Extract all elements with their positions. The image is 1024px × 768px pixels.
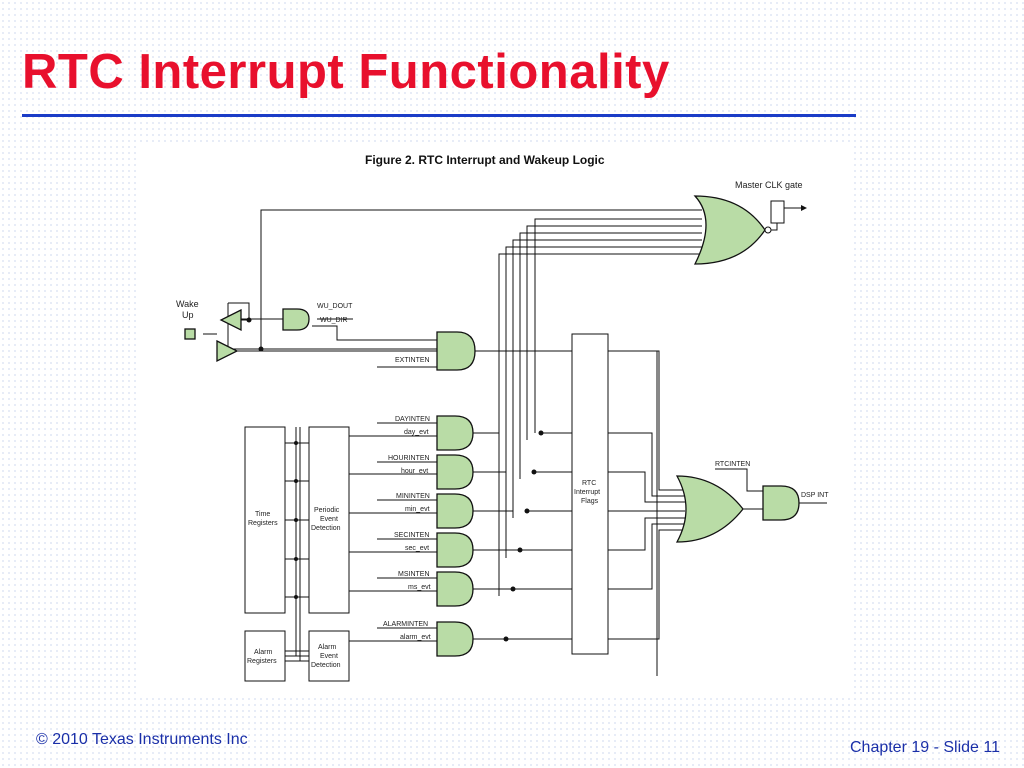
- bus-line-5: [526, 225, 702, 440]
- bus-line-4: [519, 232, 702, 479]
- time-regs-l2: Registers: [248, 520, 278, 527]
- alarm-regs-l2: Registers: [247, 658, 277, 665]
- msinten-label: MSINTEN: [398, 571, 430, 578]
- or-gate-master-clk: [693, 195, 766, 265]
- wakeup-input-buffer: [219, 308, 242, 332]
- secinten-label: SECINTEN: [394, 532, 429, 539]
- dsp-int-label: DSP INT: [801, 492, 829, 499]
- event-lines: [349, 422, 437, 642]
- bus-line-2: [505, 246, 702, 558]
- bus-line-6: [534, 218, 702, 433]
- rtc-interrupt-flags-box: [571, 333, 609, 655]
- hour-evt-label: hour_evt: [401, 468, 428, 475]
- alarm-evt-label: alarm_evt: [400, 634, 431, 641]
- bus-line-3: [512, 239, 702, 518]
- alarm-det-l2: Event: [320, 653, 338, 660]
- alarm-det-l1: Alarm: [318, 644, 336, 651]
- junction-wake-2: [246, 317, 252, 323]
- wire-wake-loop: [228, 302, 250, 321]
- copyright-text: © 2010 Texas Instruments Inc: [36, 731, 248, 748]
- time-regs-l1: Time: [255, 511, 270, 518]
- and-gate-ms: [436, 571, 516, 607]
- slide-number: Chapter 19 - Slide 11: [849, 739, 1000, 756]
- and-gate-day: [436, 415, 544, 451]
- title-underline: [22, 114, 856, 117]
- wire-rtcinten: [715, 468, 763, 492]
- rtc-interrupt-diagram: Figure 2. RTC Interrupt and Wakeup Logic…: [137, 146, 854, 698]
- flags-lines: [475, 350, 685, 640]
- master-clk-flipflop: [770, 200, 785, 224]
- wu-dout-label: WU_DOUT: [317, 303, 353, 310]
- and-gate-dsp-int: [762, 485, 800, 521]
- ext-and-gate: [436, 331, 476, 371]
- wakeup-output-buffer: [216, 339, 239, 363]
- periodic-l3: Detection: [311, 525, 341, 532]
- and-gate-alarm: [436, 621, 509, 657]
- rtc-flags-l2: Interrupt: [574, 489, 600, 496]
- rtc-flags-l3: Flags: [581, 498, 599, 505]
- alarm-regs-l1: Alarm: [254, 649, 272, 656]
- alarm-event-detection-box: [308, 630, 350, 682]
- min-evt-label: min_evt: [405, 506, 430, 513]
- wire-wake-to-or: [260, 209, 702, 349]
- and-gate-hour: [436, 454, 537, 490]
- bus-line-1: [498, 253, 702, 596]
- alarm-det-l3: Detection: [311, 662, 341, 669]
- wake-label-line1: Wake: [176, 299, 199, 309]
- periodic-l2: Event: [320, 516, 338, 523]
- wire-ext-and-out: [475, 350, 658, 676]
- or-input-bus: [498, 218, 702, 596]
- figure-caption: Figure 2. RTC Interrupt and Wakeup Logic: [365, 153, 605, 167]
- alarminten-label: ALARMINTEN: [383, 621, 428, 628]
- wu-dir-label: WU_DIR: [320, 317, 348, 324]
- time-registers-box: [244, 426, 286, 614]
- wake-label-line2: Up: [182, 310, 194, 320]
- dayinten-label: DAYINTEN: [395, 416, 430, 423]
- register-bus: [285, 427, 309, 662]
- mininten-label: MININTEN: [396, 493, 430, 500]
- day-evt-label: day_evt: [404, 429, 429, 436]
- diagram-canvas: Figure 2. RTC Interrupt and Wakeup Logic…: [176, 153, 829, 682]
- wu-and-gate: [282, 308, 310, 331]
- or-gate-inverter-bubble: [764, 226, 772, 234]
- or-gate-interrupts: [675, 475, 744, 543]
- clkgate-arrow: [801, 205, 807, 211]
- sec-evt-label: sec_evt: [405, 545, 429, 552]
- extinten-label: EXTINTEN: [395, 357, 430, 364]
- wire-or-to-clkgate: [771, 222, 778, 231]
- and-gate-min: [436, 493, 530, 529]
- ms-evt-label: ms_evt: [408, 584, 431, 591]
- hourinten-label: HOURINTEN: [388, 455, 430, 462]
- alarm-registers-box: [244, 630, 286, 682]
- junction-wake-1: [258, 346, 264, 352]
- periodic-event-detection-box: [308, 426, 350, 614]
- wire-wu-dir: [312, 325, 437, 341]
- rtcinten-label: RTCINTEN: [715, 461, 750, 468]
- rtc-flags-l1: RTC: [582, 480, 596, 487]
- and-gate-sec: [436, 532, 523, 568]
- wakeup-pin: [184, 328, 196, 340]
- master-clk-label: Master CLK gate: [735, 180, 803, 190]
- slide-title: RTC Interrupt Functionality: [22, 45, 670, 99]
- periodic-l1: Periodic: [314, 507, 340, 514]
